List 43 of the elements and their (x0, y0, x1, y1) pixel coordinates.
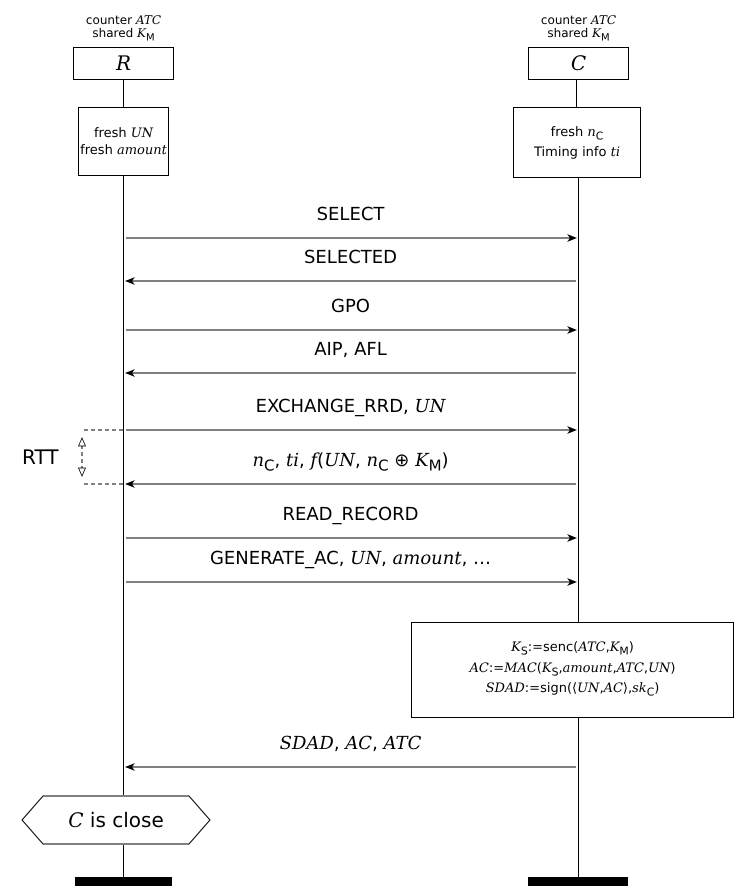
message-label: n$_{C}$, ti, f(UN, n$_{C}$ ⊕ K$_{M}$) (252, 450, 449, 475)
message-arrow (126, 534, 577, 542)
message-label: GPO (331, 296, 370, 317)
lifeline-end-bar (75, 877, 172, 886)
participant-name: R (114, 50, 132, 77)
lifeline (121, 176, 126, 795)
lifeline (123, 80, 124, 108)
lifeline (576, 178, 581, 622)
lifeline (576, 80, 577, 108)
formula-text: SDAD:=sign(⟨UN,AC⟩,sk$_{C}$) (484, 680, 660, 701)
computation-box (411, 622, 734, 718)
message-arrow (125, 480, 576, 488)
formula-text: AC:=MAC(K$_{S}$,amount,ATC,UN) (468, 660, 676, 680)
message-label: AIP, AFL (314, 339, 387, 360)
participant-caption: counter ATC shared K$_{M}$ (540, 14, 618, 44)
note-box (513, 107, 641, 178)
message-label: SELECTED (304, 247, 397, 268)
condition-text: C is close (68, 808, 164, 832)
message-label: GENERATE_AC, UN, amount, … (210, 548, 492, 569)
note-text: fresh n$_{C}$ (550, 124, 604, 144)
participant-caption: counter ATC shared K$_{M}$ (84, 14, 162, 44)
message-label: SELECT (316, 204, 384, 225)
message-arrow (125, 763, 576, 771)
message-arrow (126, 578, 577, 586)
note-box (78, 107, 169, 176)
message-label: EXCHANGE_RRD, UN (256, 396, 446, 417)
participant-name: C (570, 50, 588, 77)
note-text: fresh amount (79, 142, 168, 158)
condition-hexagon (21, 795, 211, 845)
message-arrow (125, 369, 576, 377)
lifeline (576, 718, 581, 877)
message-arrow (125, 277, 576, 285)
note-text: Timing info ti (533, 144, 621, 162)
lifeline (123, 844, 124, 878)
message-label: READ_RECORD (282, 504, 419, 525)
message-arrow (126, 326, 577, 334)
note-text: fresh UN (92, 124, 154, 142)
message-arrow (126, 426, 577, 434)
message-label: SDAD, AC, ATC (280, 733, 422, 754)
formula-text: K$_{S}$:=senc(ATC,K$_{M}$) (510, 639, 635, 660)
measure-label: RTT (22, 445, 59, 469)
lifeline-end-bar (528, 877, 628, 886)
message-arrow (126, 234, 577, 242)
